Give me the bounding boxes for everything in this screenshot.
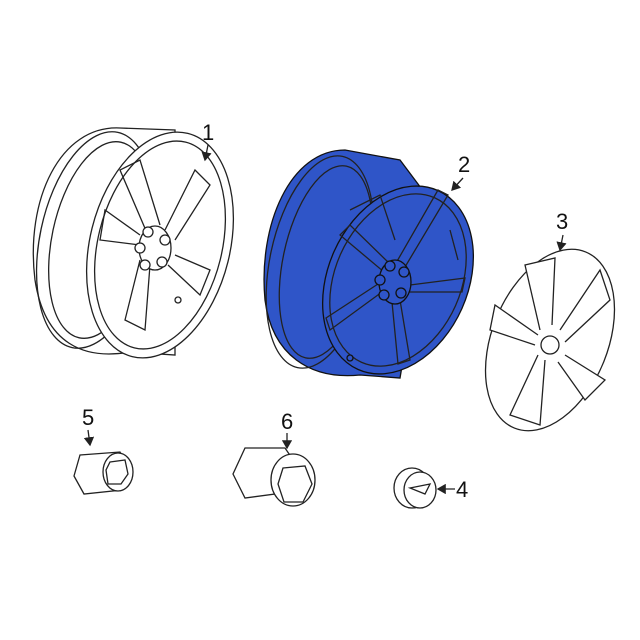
callout-1[interactable]: 1 (202, 120, 215, 145)
lock-nut-6[interactable] (232, 447, 316, 507)
wheel-cover-3[interactable] (461, 230, 640, 450)
callout-6[interactable]: 6 (281, 409, 294, 434)
leader-lines (83, 144, 567, 495)
wheel-1[interactable] (18, 116, 255, 373)
callout-3[interactable]: 3 (556, 209, 569, 234)
callout-2[interactable]: 2 (458, 152, 471, 177)
callout-4[interactable]: 4 (456, 477, 469, 502)
lug-nut-5[interactable] (73, 451, 134, 495)
wheel-2[interactable] (249, 146, 502, 398)
center-cap-4[interactable] (393, 467, 437, 509)
callout-5[interactable]: 5 (82, 405, 95, 430)
